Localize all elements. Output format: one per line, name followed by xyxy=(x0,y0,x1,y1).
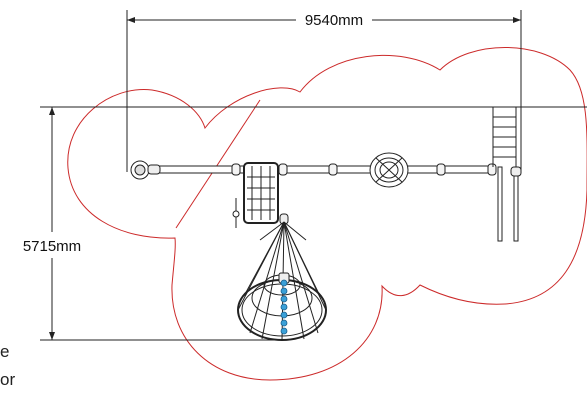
ladder-icon xyxy=(492,107,517,167)
dim-arrow-up-icon xyxy=(49,107,55,115)
bead xyxy=(280,303,288,311)
beam-connector xyxy=(328,163,338,176)
safety-zone-outline xyxy=(67,47,587,381)
bead xyxy=(280,279,288,287)
side-post-icon xyxy=(232,198,240,228)
dim-arrow-right-icon xyxy=(513,17,521,23)
safety-zone-diagonal xyxy=(175,99,261,229)
dim-arrow-left-icon xyxy=(127,17,135,23)
side-text-line1: e xyxy=(0,342,9,361)
support-posts xyxy=(497,166,522,242)
bead xyxy=(280,327,288,335)
rope-beads xyxy=(280,279,288,335)
height-dimension-label: 5715mm xyxy=(23,238,81,255)
bead xyxy=(280,319,288,327)
bead xyxy=(280,287,288,295)
spider-net-icon xyxy=(237,213,327,341)
beam-connector xyxy=(487,163,497,176)
beam-connector xyxy=(278,163,288,176)
bead xyxy=(280,311,288,319)
tire-swing-icon xyxy=(369,152,409,188)
bead xyxy=(280,295,288,303)
width-dimension-label: 9540mm xyxy=(305,12,363,29)
beam-connector xyxy=(436,163,446,176)
climbing-net-icon xyxy=(243,162,279,224)
side-text-line2: or xyxy=(0,370,15,389)
end-post-icon xyxy=(130,160,161,180)
beam-connector xyxy=(231,163,241,176)
beam-connectors xyxy=(231,163,497,176)
dim-arrow-down-icon xyxy=(49,332,55,340)
